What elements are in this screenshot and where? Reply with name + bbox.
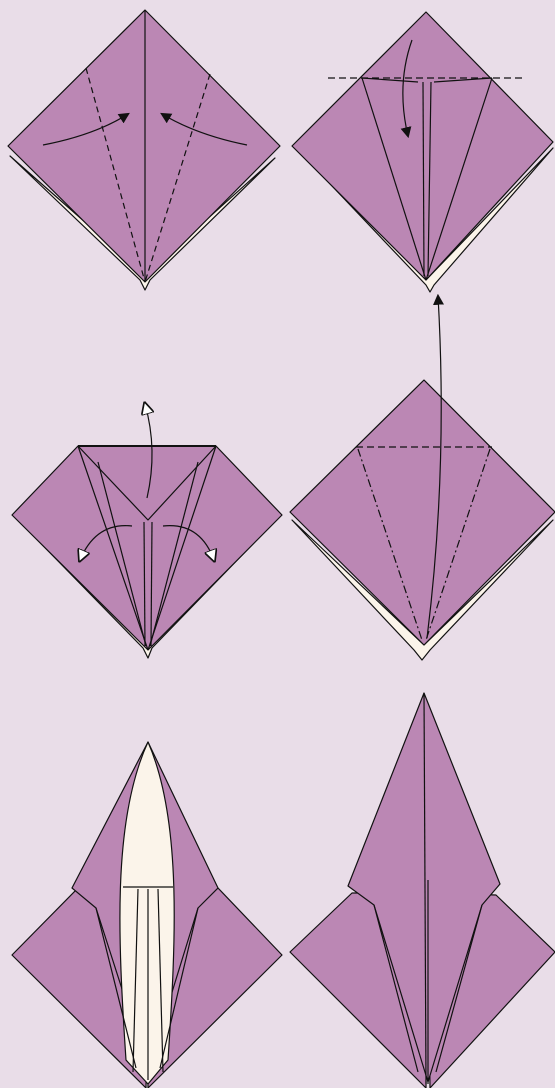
origami-diagram (0, 0, 555, 1088)
